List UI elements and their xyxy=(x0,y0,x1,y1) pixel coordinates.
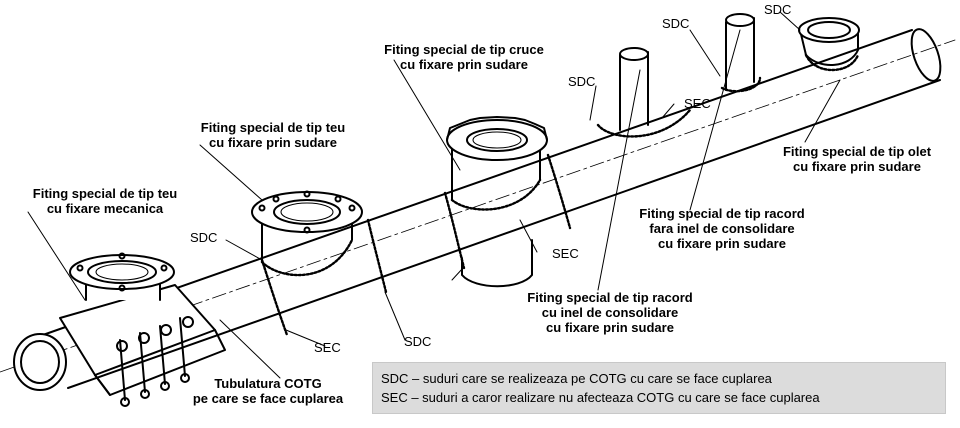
sdc-tag: SDC xyxy=(568,74,596,89)
main-pipe xyxy=(13,28,942,391)
welded-tee xyxy=(251,190,363,277)
label-olet-sudare: Fiting special de tip olet cu fixare pri… xyxy=(782,144,932,174)
leader-lines xyxy=(27,11,841,379)
welded-cross xyxy=(446,116,548,288)
sec-tag: SEC xyxy=(314,340,341,355)
label-racord-cu-inel: Fiting special de tip racord cu inel de … xyxy=(527,290,693,335)
sdc-tag: SDC xyxy=(190,230,218,245)
label-cruce-sudare: Fiting special de tip cruce cu fixare pr… xyxy=(384,42,544,72)
label-teu-sudare: Fiting special de tip teu cu fixare prin… xyxy=(200,120,346,150)
label-tubulatura: Tubulatura COTG pe care se face cuplarea xyxy=(192,376,344,406)
label-racord-fara-inel: Fiting special de tip racord fara inel d… xyxy=(639,206,805,251)
sdc-tag: SDC xyxy=(764,2,792,17)
sdc-tag: SDC xyxy=(404,334,432,349)
sec-tag: SEC xyxy=(552,246,579,261)
sdc-tag: SDC xyxy=(662,16,690,31)
legend-box: SDC – suduri care se realizeaza pe COTG … xyxy=(372,362,946,414)
olet-fitting xyxy=(798,17,860,72)
legend-sdc: SDC – suduri care se realizeaza pe COTG … xyxy=(381,371,772,386)
mechanical-tee-clamp xyxy=(59,252,226,407)
legend-sec: SEC – suduri a caror realizare nu afecte… xyxy=(381,390,820,405)
sec-tag: SEC xyxy=(684,96,711,111)
label-teu-mecanica: Fiting special de tip teu cu fixare meca… xyxy=(32,186,178,216)
racord-tubes xyxy=(596,13,762,138)
